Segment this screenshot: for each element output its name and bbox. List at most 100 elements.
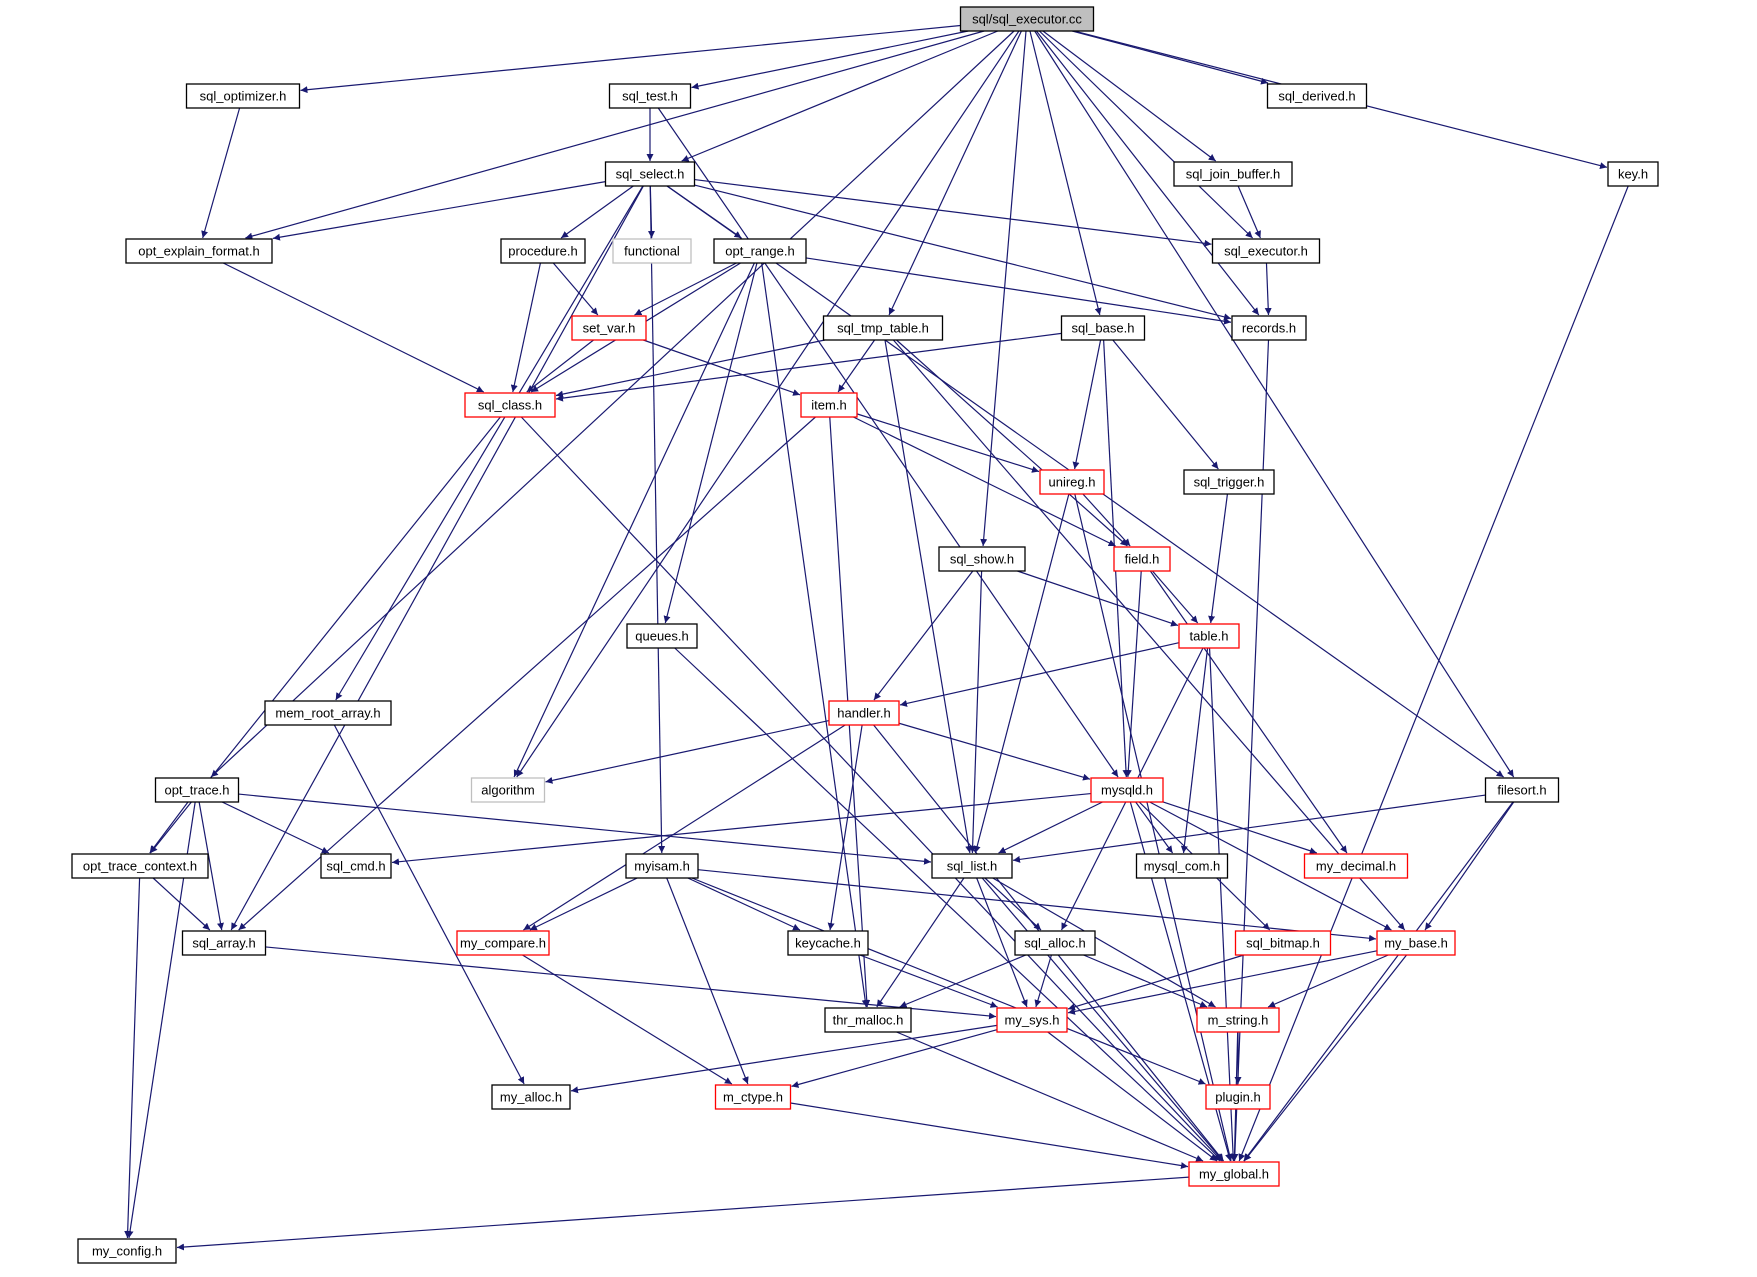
node-key-h[interactable]: key.h: [1607, 161, 1659, 187]
node-box: [125, 238, 273, 264]
node-label: handler.h: [837, 706, 891, 721]
node-item-h[interactable]: item.h: [800, 392, 858, 418]
edge-sql_executor_cc-to-algorithm: [516, 30, 1020, 778]
node-box: [626, 623, 698, 649]
node-sql-list-h[interactable]: sql_list.h: [931, 853, 1013, 879]
edge-handler_h-to-my_compare_h: [523, 724, 846, 931]
node-sql-optimizer-h[interactable]: sql_optimizer.h: [185, 83, 301, 109]
edge-procedure_h-to-set_var_h: [552, 262, 599, 316]
node-label: unireg.h: [1049, 475, 1096, 490]
node-box: [612, 238, 692, 264]
node-my-compare-h[interactable]: my_compare.h: [456, 930, 550, 956]
edge-sql_test_h-to-mysqld_h: [657, 107, 1119, 778]
node-opt-explain-format-h[interactable]: opt_explain_format.h: [125, 238, 273, 264]
node-box: [1135, 853, 1229, 879]
edge-handler_h-to-keycache_h: [827, 724, 863, 931]
node-myisam-h[interactable]: myisam.h: [625, 853, 699, 879]
node-sql-join-buffer-h[interactable]: sql_join_buffer.h: [1173, 161, 1293, 187]
edge-filesort_h-to-my_global_h: [1243, 801, 1514, 1162]
node-mem-root-array-h[interactable]: mem_root_array.h: [264, 700, 392, 726]
node-my-decimal-h[interactable]: my_decimal.h: [1303, 853, 1409, 879]
edge-unireg_h-to-my_global_h: [1074, 493, 1233, 1162]
edge-unireg_h-to-field_h: [1082, 493, 1131, 547]
node-thr-malloc-h[interactable]: thr_malloc.h: [824, 1007, 912, 1033]
node-label: sql_tmp_table.h: [837, 321, 929, 336]
node-box: [71, 853, 209, 879]
node-box: [1183, 469, 1275, 495]
node-label: my_config.h: [92, 1244, 162, 1259]
node-mysql-com-h[interactable]: mysql_com.h: [1135, 853, 1229, 879]
edge-sql_executor_cc-to-records_h: [1035, 30, 1260, 316]
node-m-string-h[interactable]: m_string.h: [1196, 1007, 1280, 1033]
node-sql-derived-h[interactable]: sql_derived.h: [1266, 83, 1368, 109]
node-sql-select-h[interactable]: sql_select.h: [604, 161, 696, 187]
node-box: [1376, 930, 1456, 956]
node-box: [464, 392, 556, 418]
node-my-sys-h[interactable]: my_sys.h: [996, 1007, 1068, 1033]
node-label: sql_array.h: [192, 936, 255, 951]
node-box: [1607, 161, 1659, 187]
edge-sql_executor_cc-to-sql_executor_h: [1038, 30, 1254, 239]
node-sql-test-h[interactable]: sql_test.h: [608, 83, 692, 109]
node-my-base-h[interactable]: my_base.h: [1376, 930, 1456, 956]
edge-sql_alloc_h-to-m_string_h: [1083, 954, 1208, 1008]
edge-sql_alloc_h-to-my_sys_h: [1034, 954, 1052, 1008]
node-filesort-h[interactable]: filesort.h: [1484, 777, 1560, 803]
node-my-global-h[interactable]: my_global.h: [1188, 1161, 1280, 1187]
node-my-config-h[interactable]: my_config.h: [77, 1238, 177, 1264]
edge-sql_optimizer_h-to-opt_explain_format_h: [201, 107, 241, 239]
node-opt-trace-h[interactable]: opt_trace.h: [154, 777, 240, 803]
edge-sql_executor_cc-to-sql_test_h: [691, 30, 969, 90]
edge-sql_tmp_table_h-to-sql_class_h: [555, 339, 825, 398]
edge-thr_malloc_h-to-my_global_h: [896, 1031, 1204, 1162]
node-records-h[interactable]: records.h: [1231, 315, 1307, 341]
node-sql-alloc-h[interactable]: sql_alloc.h: [1014, 930, 1096, 956]
node-box: [1090, 777, 1164, 803]
node-label: table.h: [1189, 629, 1228, 644]
edge-sql_executor_cc-to-sql_base_h: [1029, 30, 1102, 316]
node-functional[interactable]: functional: [612, 238, 692, 264]
node-sql-class-h[interactable]: sql_class.h: [464, 392, 556, 418]
node-m-ctype-h[interactable]: m_ctype.h: [714, 1084, 792, 1110]
edge-item_h-to-sql_array_h: [238, 416, 816, 931]
node-box: [470, 777, 546, 803]
node-sql-tmp-table-h[interactable]: sql_tmp_table.h: [822, 315, 944, 341]
edge-sql_show_h-to-sql_list_h: [969, 570, 983, 854]
node-algorithm[interactable]: algorithm: [470, 777, 546, 803]
edge-myisam_h-to-plugin_h: [691, 877, 1206, 1085]
node-my-alloc-h[interactable]: my_alloc.h: [491, 1084, 571, 1110]
node-sql-show-h[interactable]: sql_show.h: [938, 546, 1026, 572]
node-procedure-h[interactable]: procedure.h: [500, 238, 586, 264]
node-mysqld-h[interactable]: mysqld.h: [1090, 777, 1164, 803]
node-box: [800, 392, 858, 418]
node-sql-array-h[interactable]: sql_array.h: [181, 930, 267, 956]
edge-my_sys_h-to-my_global_h: [1047, 1031, 1218, 1162]
node-sql-base-h[interactable]: sql_base.h: [1060, 315, 1146, 341]
node-sql-bitmap-h[interactable]: sql_bitmap.h: [1234, 930, 1332, 956]
node-sql-trigger-h[interactable]: sql_trigger.h: [1183, 469, 1275, 495]
edge-sql_show_h-to-handler_h: [873, 570, 974, 701]
node-table-h[interactable]: table.h: [1178, 623, 1240, 649]
node-opt-trace-context-h[interactable]: opt_trace_context.h: [71, 853, 209, 879]
node-field-h[interactable]: field.h: [1113, 546, 1171, 572]
node-set-var-h[interactable]: set_var.h: [571, 315, 647, 341]
node-handler-h[interactable]: handler.h: [828, 700, 900, 726]
node-sql-executor-cc[interactable]: sql/sql_executor.cc: [959, 6, 1095, 32]
edge-sql_base_h-to-sql_class_h: [555, 332, 1062, 402]
node-queues-h[interactable]: queues.h: [626, 623, 698, 649]
node-sql-cmd-h[interactable]: sql_cmd.h: [320, 853, 392, 879]
node-keycache-h[interactable]: keycache.h: [787, 930, 869, 956]
node-box: [77, 1238, 177, 1264]
edge-sql_tmp_table_h-to-sql_list_h: [884, 339, 973, 854]
node-label: sql_show.h: [950, 552, 1014, 567]
edge-my_sys_h-to-my_alloc_h: [570, 1024, 998, 1094]
node-box: [931, 853, 1013, 879]
node-label: records.h: [1242, 321, 1296, 336]
node-box: [824, 1007, 912, 1033]
node-sql-executor-h[interactable]: sql_executor.h: [1211, 238, 1321, 264]
node-box: [959, 6, 1095, 32]
node-opt-range-h[interactable]: opt_range.h: [713, 238, 807, 264]
edge-sql_select_h-to-sql_array_h: [230, 185, 644, 931]
node-unireg-h[interactable]: unireg.h: [1039, 469, 1105, 495]
node-plugin-h[interactable]: plugin.h: [1205, 1084, 1271, 1110]
